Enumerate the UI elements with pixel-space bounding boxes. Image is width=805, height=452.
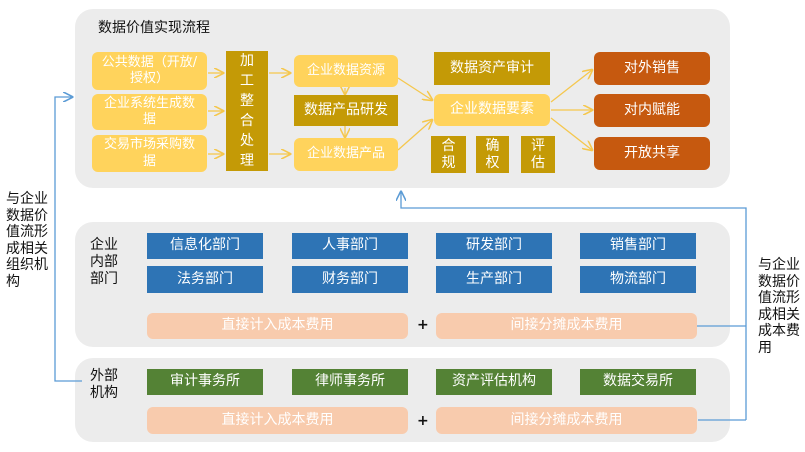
dept-legal: 法务部门 (147, 266, 263, 293)
left-side-note: 与企业数据价值流形成相关组织机构 (6, 191, 50, 290)
source-public-data: 公共数据（开放/授权） (92, 52, 207, 90)
inst-audit-firm: 审计事务所 (147, 369, 263, 395)
dept-logistics: 物流部门 (580, 266, 696, 293)
data-product-rd: 数据产品研发 (294, 95, 398, 126)
value-flow-title: 数据价值实现流程 (98, 20, 210, 36)
internal-label-text: 企业内部部门 (90, 237, 118, 287)
data-asset-audit: 数据资产审计 (434, 52, 550, 85)
outcome-open-sharing: 开放共享 (594, 137, 710, 170)
outcome-internal-enablement: 对内赋能 (594, 94, 710, 127)
outcome-external-sales: 对外销售 (594, 52, 710, 85)
processing-label: 加工整合处理 (240, 53, 254, 169)
inst-law-firm: 律师事务所 (292, 369, 408, 395)
source-market-purchased-data: 交易市场采购数据 (92, 135, 207, 172)
internal-direct-cost: 直接计入成本费用 (147, 313, 408, 339)
internal-plus: + (417, 317, 429, 333)
right-connector (401, 192, 747, 421)
dept-sales: 销售部门 (580, 233, 696, 259)
enterprise-data-resource: 企业数据资源 (294, 55, 398, 87)
right-side-note-text: 与企业数据价值流形成相关成本费用 (758, 257, 800, 356)
left-connector (54, 97, 82, 382)
check-valuation: 评估 (521, 136, 555, 173)
inst-data-exchange: 数据交易所 (580, 369, 696, 395)
check-ownership: 确权 (476, 136, 509, 173)
enterprise-data-element: 企业数据要素 (434, 94, 550, 126)
check-valuation-label: 评估 (531, 137, 545, 171)
dept-hr: 人事部门 (292, 233, 408, 259)
right-side-note: 与企业数据价值流形成相关成本费用 (758, 257, 802, 356)
source-enterprise-system-data: 企业系统生成数据 (92, 94, 207, 130)
external-label: 外部机构 (90, 368, 122, 402)
external-plus: + (417, 413, 429, 429)
left-side-note-text: 与企业数据价值流形成相关组织机构 (6, 191, 48, 290)
internal-indirect-cost: 间接分摊成本费用 (436, 313, 697, 339)
external-label-text: 外部机构 (90, 368, 118, 401)
check-compliance-label: 合规 (441, 137, 456, 171)
check-compliance: 合规 (431, 136, 466, 173)
dept-it: 信息化部门 (147, 233, 263, 259)
enterprise-data-product: 企业数据产品 (294, 138, 398, 171)
internal-label: 企业内部部门 (90, 237, 122, 288)
dept-production: 生产部门 (436, 266, 552, 293)
check-ownership-label: 确权 (485, 137, 500, 171)
dept-finance: 财务部门 (292, 266, 408, 293)
external-indirect-cost: 间接分摊成本费用 (436, 407, 697, 434)
processing-box: 加工整合处理 (226, 51, 268, 171)
dept-rd: 研发部门 (436, 233, 552, 259)
inst-asset-appraisal: 资产评估机构 (436, 369, 552, 395)
external-direct-cost: 直接计入成本费用 (147, 407, 408, 434)
